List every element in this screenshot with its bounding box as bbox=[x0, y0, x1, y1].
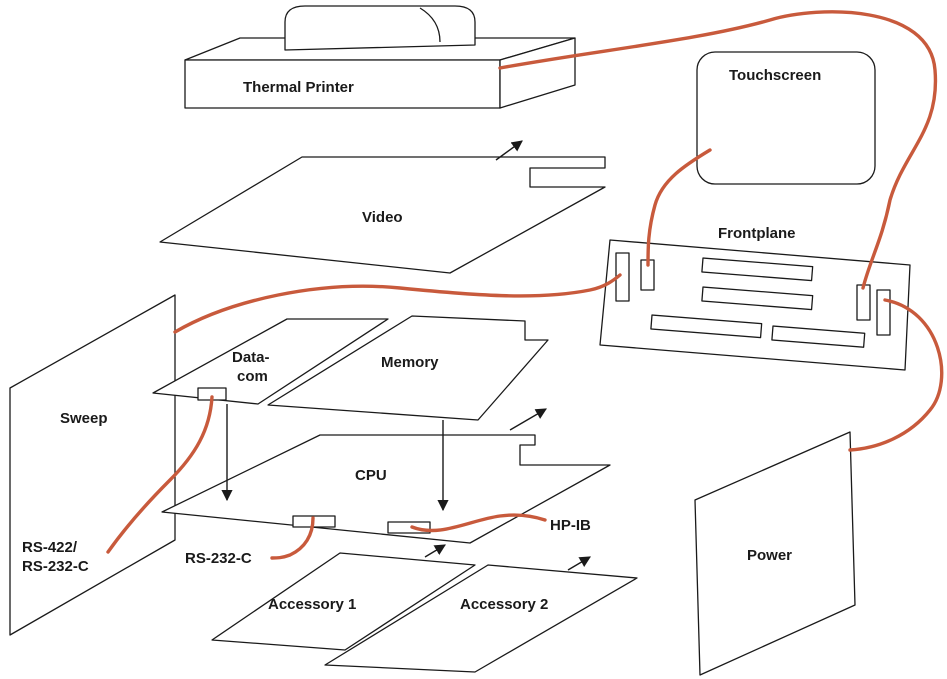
thermal-printer: Thermal Printer bbox=[184, 5, 576, 109]
accessory-2-board: Accessory 2 bbox=[324, 564, 638, 673]
accessory1-label: Accessory 1 bbox=[268, 596, 356, 613]
memory-board: Memory bbox=[267, 315, 549, 431]
frontplane-slot bbox=[701, 257, 814, 282]
video-board: Video bbox=[159, 140, 606, 274]
touchscreen: Touchscreen bbox=[696, 51, 876, 185]
accessory1-direction-arrow bbox=[424, 544, 446, 558]
rs232c-cable bbox=[270, 516, 315, 560]
thermal-printer-label: Thermal Printer bbox=[243, 79, 354, 96]
memory-direction-arrow bbox=[509, 408, 547, 431]
datacom-board: Data- com bbox=[152, 318, 389, 405]
power-supply: Power bbox=[694, 431, 856, 676]
frontplane-slot bbox=[771, 325, 866, 348]
sweep-board: Sweep bbox=[9, 294, 176, 636]
touchscreen-cable bbox=[646, 148, 712, 267]
power-label: Power bbox=[747, 547, 792, 564]
rs422-cable bbox=[106, 395, 214, 554]
sweep-cable bbox=[173, 273, 622, 334]
cpu-connector bbox=[387, 521, 431, 534]
power-cable bbox=[848, 298, 944, 452]
accessory2-direction-arrow bbox=[567, 556, 591, 571]
accessory2-label: Accessory 2 bbox=[460, 596, 548, 613]
frontplane-slot bbox=[650, 314, 763, 339]
rs422-label-line1: RS-422/ bbox=[22, 539, 78, 556]
cpu-label: CPU bbox=[355, 467, 387, 484]
sweep-label: Sweep bbox=[60, 410, 108, 427]
datacom-label-line1: Data- bbox=[232, 349, 270, 366]
frontplane-slot bbox=[701, 286, 814, 311]
cables bbox=[106, 10, 944, 560]
frontplane-connector bbox=[856, 284, 871, 321]
rs232c-label: RS-232-C bbox=[185, 550, 252, 567]
hpib-cable bbox=[410, 513, 547, 533]
memory-label: Memory bbox=[381, 354, 439, 371]
hpib-label: HP-IB bbox=[550, 517, 591, 534]
printer-cable bbox=[498, 10, 938, 290]
accessory-1-board: Accessory 1 bbox=[211, 552, 476, 651]
video-direction-arrow bbox=[495, 140, 523, 161]
rs422-label-line2: RS-232-C bbox=[22, 558, 89, 575]
frontplane-label: Frontplane bbox=[718, 225, 796, 242]
touchscreen-label: Touchscreen bbox=[729, 67, 821, 84]
video-label: Video bbox=[362, 209, 403, 226]
datacom-label-line2: com bbox=[237, 368, 268, 385]
cpu-board: CPU bbox=[161, 434, 611, 544]
frontplane: Frontplane bbox=[599, 225, 911, 371]
frontplane-connector bbox=[876, 289, 891, 336]
